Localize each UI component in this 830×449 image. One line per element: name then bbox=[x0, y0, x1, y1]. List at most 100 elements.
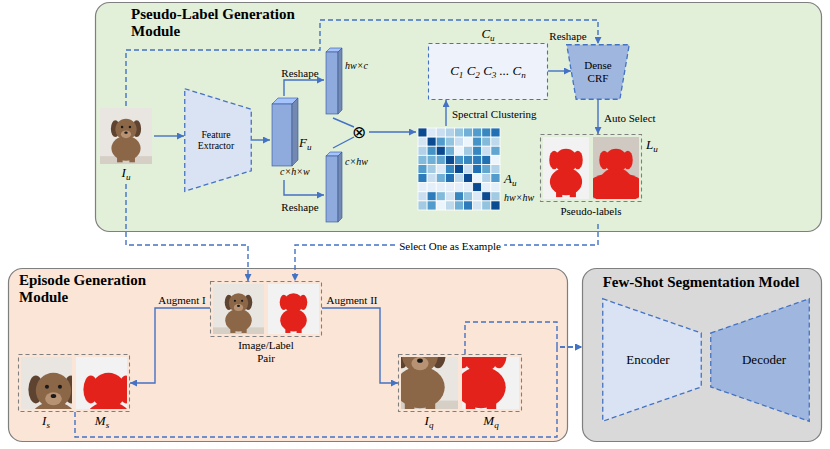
text-slot: hw×hw bbox=[504, 192, 534, 204]
affinity-cell bbox=[454, 192, 463, 201]
dog-photo bbox=[316, 262, 525, 449]
affinity-cell bbox=[482, 155, 491, 164]
panel-background bbox=[96, 3, 822, 232]
text-slot: Dense CRF bbox=[578, 44, 618, 100]
query-pair-text: Iq bbox=[425, 414, 434, 430]
reshape-vector: hw×c bbox=[324, 44, 374, 118]
cluster-box: CuC1 C2 C3 ... Cn bbox=[428, 27, 548, 100]
text-slot: Ms bbox=[74, 414, 130, 430]
edge-label-slot: Reshape bbox=[281, 63, 318, 81]
decoder-text: Decoder bbox=[742, 353, 786, 368]
drawing-part bbox=[91, 373, 126, 408]
connector bbox=[284, 80, 324, 96]
input-image: Iu bbox=[98, 106, 154, 184]
drawing-part bbox=[64, 156, 187, 201]
text-run: hw×c bbox=[345, 60, 368, 71]
connector bbox=[548, 70, 571, 71]
affinity-cell bbox=[418, 146, 427, 155]
affinity-cell bbox=[427, 137, 436, 146]
affinity-cell bbox=[482, 137, 491, 146]
feature-extractor: Feature Extractor bbox=[184, 88, 252, 192]
affinity-cell bbox=[436, 174, 445, 183]
text-run: Pseudo-labels bbox=[560, 205, 621, 217]
affinity-cell bbox=[454, 128, 463, 137]
affinity-cell bbox=[427, 128, 436, 137]
affinity-cell bbox=[427, 192, 436, 201]
connector bbox=[295, 224, 598, 281]
affinity-cell bbox=[454, 183, 463, 192]
reshape-vector-text: c×hw bbox=[345, 156, 368, 168]
subscript: 3 bbox=[492, 69, 497, 79]
connector bbox=[369, 131, 416, 132]
affinity-cell bbox=[418, 201, 427, 210]
affinity-cell bbox=[464, 201, 473, 210]
edge-label-slot: Augment I bbox=[158, 290, 205, 308]
drawing-part bbox=[36, 373, 71, 408]
illustration bbox=[18, 354, 130, 430]
affinity-matrix: Auhw×hw bbox=[416, 126, 534, 212]
drawing-part bbox=[237, 253, 349, 365]
product-operator: ⊗ bbox=[349, 122, 369, 142]
subscript: q bbox=[429, 420, 434, 430]
affinity-cell bbox=[418, 183, 427, 192]
affinity-cell bbox=[464, 164, 473, 173]
connector bbox=[130, 308, 210, 383]
affinity-cell bbox=[473, 192, 482, 201]
affinity-cell bbox=[464, 192, 473, 201]
affinity-cell bbox=[482, 164, 491, 173]
mask-image bbox=[237, 253, 349, 365]
drawing-part bbox=[556, 188, 562, 197]
image-label-pair-text: Image/Label Pair bbox=[234, 339, 298, 364]
affinity-cell bbox=[482, 201, 491, 210]
affinity-cell bbox=[464, 155, 473, 164]
cluster-box-text: Cu bbox=[481, 27, 494, 43]
edge-label-slot: Augment II bbox=[326, 290, 377, 308]
affinity-cell bbox=[473, 164, 482, 173]
subscript: 2 bbox=[475, 69, 480, 79]
subscript: n bbox=[521, 69, 526, 79]
illustration bbox=[324, 44, 374, 118]
affinity-cell bbox=[436, 137, 445, 146]
text-run: Encoder bbox=[626, 352, 669, 367]
affinity-cell bbox=[436, 146, 445, 155]
reshape-vector: c×hw bbox=[324, 148, 374, 226]
affinity-cell bbox=[491, 201, 500, 210]
drawing-part bbox=[487, 397, 497, 411]
product-operator-text: ⊗ bbox=[352, 124, 366, 141]
drawing-part bbox=[129, 154, 135, 162]
drawing-part bbox=[45, 392, 62, 405]
module-panel: Episode Generation ModuleImage/Label Pai… bbox=[8, 268, 568, 442]
affinity-cell bbox=[454, 137, 463, 146]
cluster-box-text: C1 C2 C3 ... Cn bbox=[450, 64, 526, 80]
drawing-part bbox=[58, 385, 62, 389]
subscript: q bbox=[494, 420, 499, 430]
affinity-cell bbox=[473, 174, 482, 183]
drawing-part bbox=[230, 325, 235, 333]
text-run: I bbox=[425, 413, 429, 428]
block-face bbox=[326, 156, 338, 222]
subscript: u bbox=[307, 142, 312, 152]
edge-label: Reshape bbox=[281, 201, 318, 214]
affinity-cell bbox=[418, 155, 427, 164]
affinity-cell bbox=[436, 155, 445, 164]
text-run: C bbox=[450, 63, 459, 78]
text-run: Pseudo-Label Generation Module bbox=[131, 6, 295, 39]
drawing-part bbox=[426, 397, 436, 411]
connector bbox=[465, 322, 582, 354]
affinity-cell bbox=[445, 146, 454, 155]
text-run: M bbox=[95, 413, 106, 428]
affinity-cell bbox=[454, 201, 463, 210]
text-slot: Few-Shot Segmentation Model bbox=[582, 274, 820, 291]
affinity-cell bbox=[482, 192, 491, 201]
pseudo-labels-text: Pseudo-labels bbox=[560, 205, 621, 218]
drawing-part bbox=[463, 337, 499, 373]
text-run: hw×hw bbox=[504, 192, 534, 203]
text-slot: Mq bbox=[460, 414, 522, 430]
edge-label: Select One as Example bbox=[396, 240, 504, 253]
affinity-cell bbox=[418, 137, 427, 146]
affinity-cell bbox=[491, 192, 500, 201]
text-run: C bbox=[463, 63, 475, 78]
text-slot: hw×c bbox=[345, 60, 374, 72]
connector bbox=[252, 139, 270, 140]
